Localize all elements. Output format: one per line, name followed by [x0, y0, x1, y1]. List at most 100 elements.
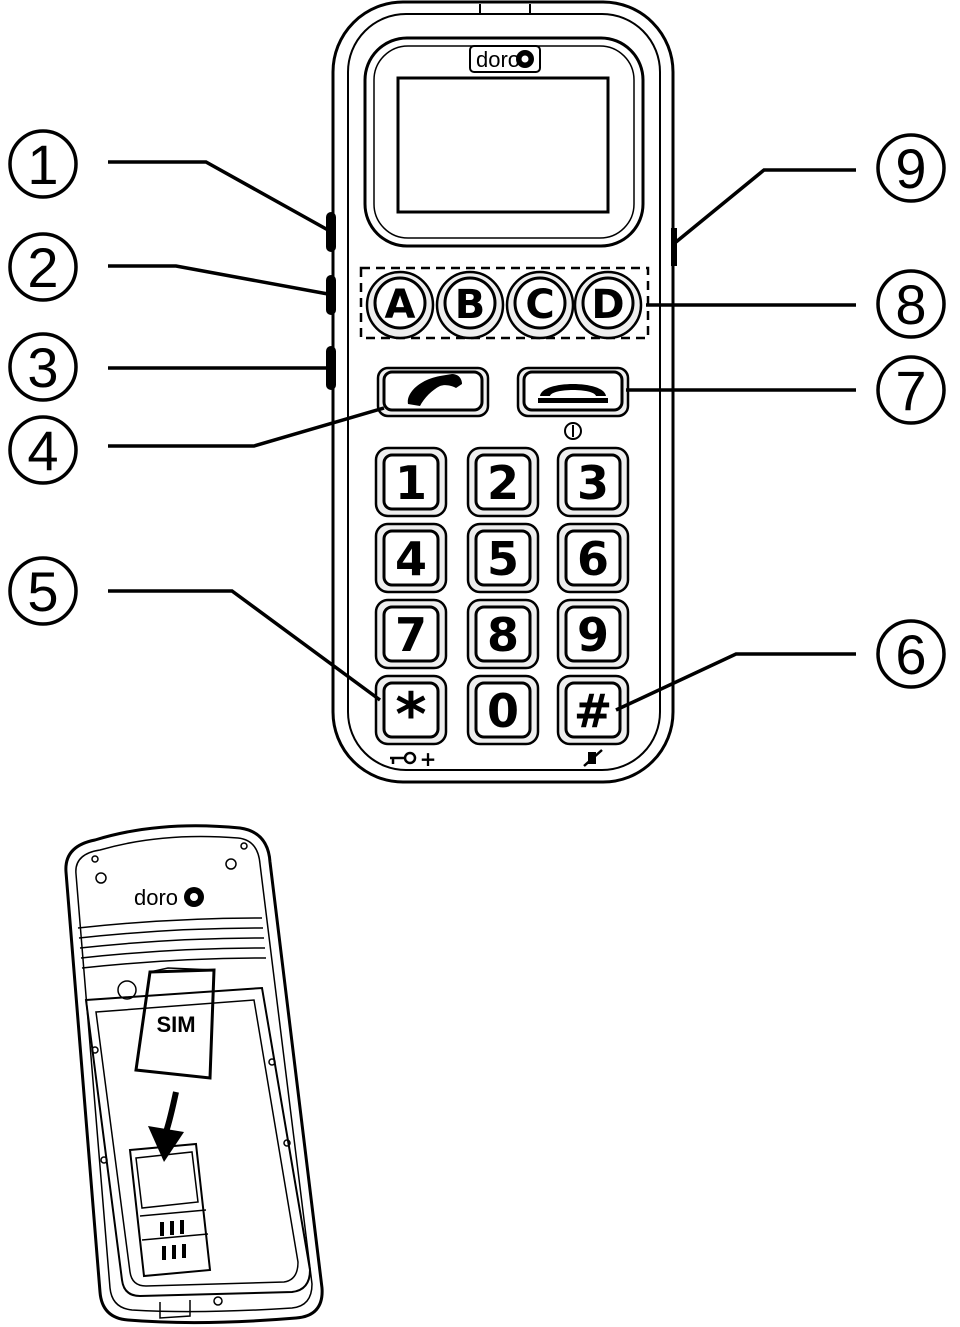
svg-text:D: D: [591, 282, 624, 328]
svg-text:3: 3: [27, 336, 58, 399]
key-7[interactable]: 7: [374, 598, 448, 670]
side-button-1[interactable]: [326, 212, 336, 252]
compartment-hole: [283, 1139, 291, 1147]
svg-text:1: 1: [27, 133, 58, 196]
svg-text:A: A: [385, 282, 416, 328]
svg-text:9: 9: [577, 608, 609, 662]
phone-front: doro: [326, 0, 677, 784]
call-icon: [407, 374, 462, 406]
svg-text:8: 8: [487, 608, 519, 662]
side-socket-9: [671, 228, 677, 266]
svg-text:7: 7: [395, 608, 427, 662]
back-brand-logo: doro: [134, 885, 178, 910]
callout-7: 7: [876, 355, 946, 425]
callout-3: 3: [8, 332, 78, 402]
screw-hole: [95, 872, 107, 884]
keypad: 1 2 3 4 5 6: [374, 446, 630, 750]
svg-text:2: 2: [27, 236, 58, 299]
svg-text:6: 6: [577, 532, 609, 586]
key-0[interactable]: 0: [466, 674, 540, 746]
end-call-key[interactable]: [516, 366, 630, 418]
callout-8: 8: [876, 269, 946, 339]
camera-logo-icon: [516, 50, 534, 68]
sim-label: SIM: [156, 1012, 195, 1037]
battery-compartment-inner: [95, 999, 299, 1287]
screw-hole: [225, 858, 237, 870]
svg-text:5: 5: [27, 560, 58, 623]
compartment-hole: [268, 1058, 276, 1066]
memory-key-b[interactable]: B: [435, 270, 505, 340]
key-1[interactable]: 1: [374, 446, 448, 518]
leader-5: [108, 589, 382, 702]
callout-1: 1: [8, 129, 78, 199]
call-key[interactable]: [376, 366, 490, 418]
svg-text:2: 2: [487, 456, 519, 510]
side-button-3[interactable]: [326, 346, 336, 390]
phone-back: doro SIM: [64, 824, 324, 1325]
screw-hole: [240, 842, 248, 850]
battery-compartment: [84, 986, 312, 1298]
compartment-hole: [213, 1296, 223, 1306]
sim-contacts: [160, 1220, 186, 1260]
display-screen: [396, 76, 610, 214]
callout-2: 2: [8, 232, 78, 302]
svg-text:B: B: [455, 282, 486, 328]
key-2[interactable]: 2: [466, 446, 540, 518]
leader-1: [108, 160, 329, 232]
insert-arrow-icon: [148, 1091, 184, 1162]
end-call-icon: [538, 384, 608, 403]
leader-4: [108, 406, 385, 448]
callout-4: 4: [8, 415, 78, 485]
memory-key-c[interactable]: C: [505, 270, 575, 340]
svg-text:6: 6: [895, 623, 926, 686]
back-camera-logo-icon: [184, 887, 204, 907]
compartment-hole: [100, 1156, 108, 1164]
display-frame-inner: [373, 45, 635, 239]
leader-2: [108, 264, 329, 296]
memory-key-a[interactable]: A: [365, 270, 435, 340]
svg-text:5: 5: [487, 532, 519, 586]
memory-key-d[interactable]: D: [573, 270, 643, 340]
brand-logo: doro: [476, 47, 520, 72]
key-8[interactable]: 8: [466, 598, 540, 670]
display-frame: [363, 36, 645, 248]
svg-text:9: 9: [895, 137, 926, 200]
leader-6: [615, 652, 856, 712]
svg-text:4: 4: [395, 532, 427, 586]
key-3[interactable]: 3: [556, 446, 630, 518]
screw-hole: [91, 855, 99, 863]
callout-6: 6: [876, 619, 946, 689]
memory-keys: A B C D: [365, 270, 643, 340]
svg-text:1: 1: [395, 456, 427, 510]
key-star[interactable]: *: [374, 674, 448, 750]
svg-text:C: C: [525, 282, 554, 328]
bottom-latch: [159, 1300, 191, 1319]
key-5[interactable]: 5: [466, 522, 540, 594]
callout-9: 9: [876, 133, 946, 203]
side-button-2[interactable]: [326, 275, 336, 315]
key-9[interactable]: 9: [556, 598, 630, 670]
svg-text:7: 7: [895, 359, 926, 422]
key-hash[interactable]: #: [556, 674, 630, 746]
svg-text:8: 8: [895, 273, 926, 336]
plus-sublabel: +: [420, 747, 437, 771]
phone-outer-shell: [331, 0, 675, 784]
silent-icon: [583, 749, 603, 767]
logo-plate: [469, 45, 541, 73]
key-4[interactable]: 4: [374, 522, 448, 594]
svg-text:0: 0: [487, 684, 519, 738]
phone-top-notch: [479, 4, 531, 15]
svg-text:#: #: [574, 684, 613, 738]
speaker-grille: [77, 917, 267, 969]
key-6[interactable]: 6: [556, 522, 630, 594]
back-inner-shell: [75, 835, 313, 1313]
sim-card[interactable]: SIM: [134, 967, 216, 1080]
key-lock-icon: [390, 751, 417, 765]
compartment-hole: [117, 980, 137, 1000]
sim-holder: [128, 1142, 212, 1278]
compartment-hole: [91, 1046, 99, 1054]
power-icon: [564, 422, 582, 440]
back-outer-shell: [64, 824, 324, 1325]
leader-9: [674, 168, 856, 244]
